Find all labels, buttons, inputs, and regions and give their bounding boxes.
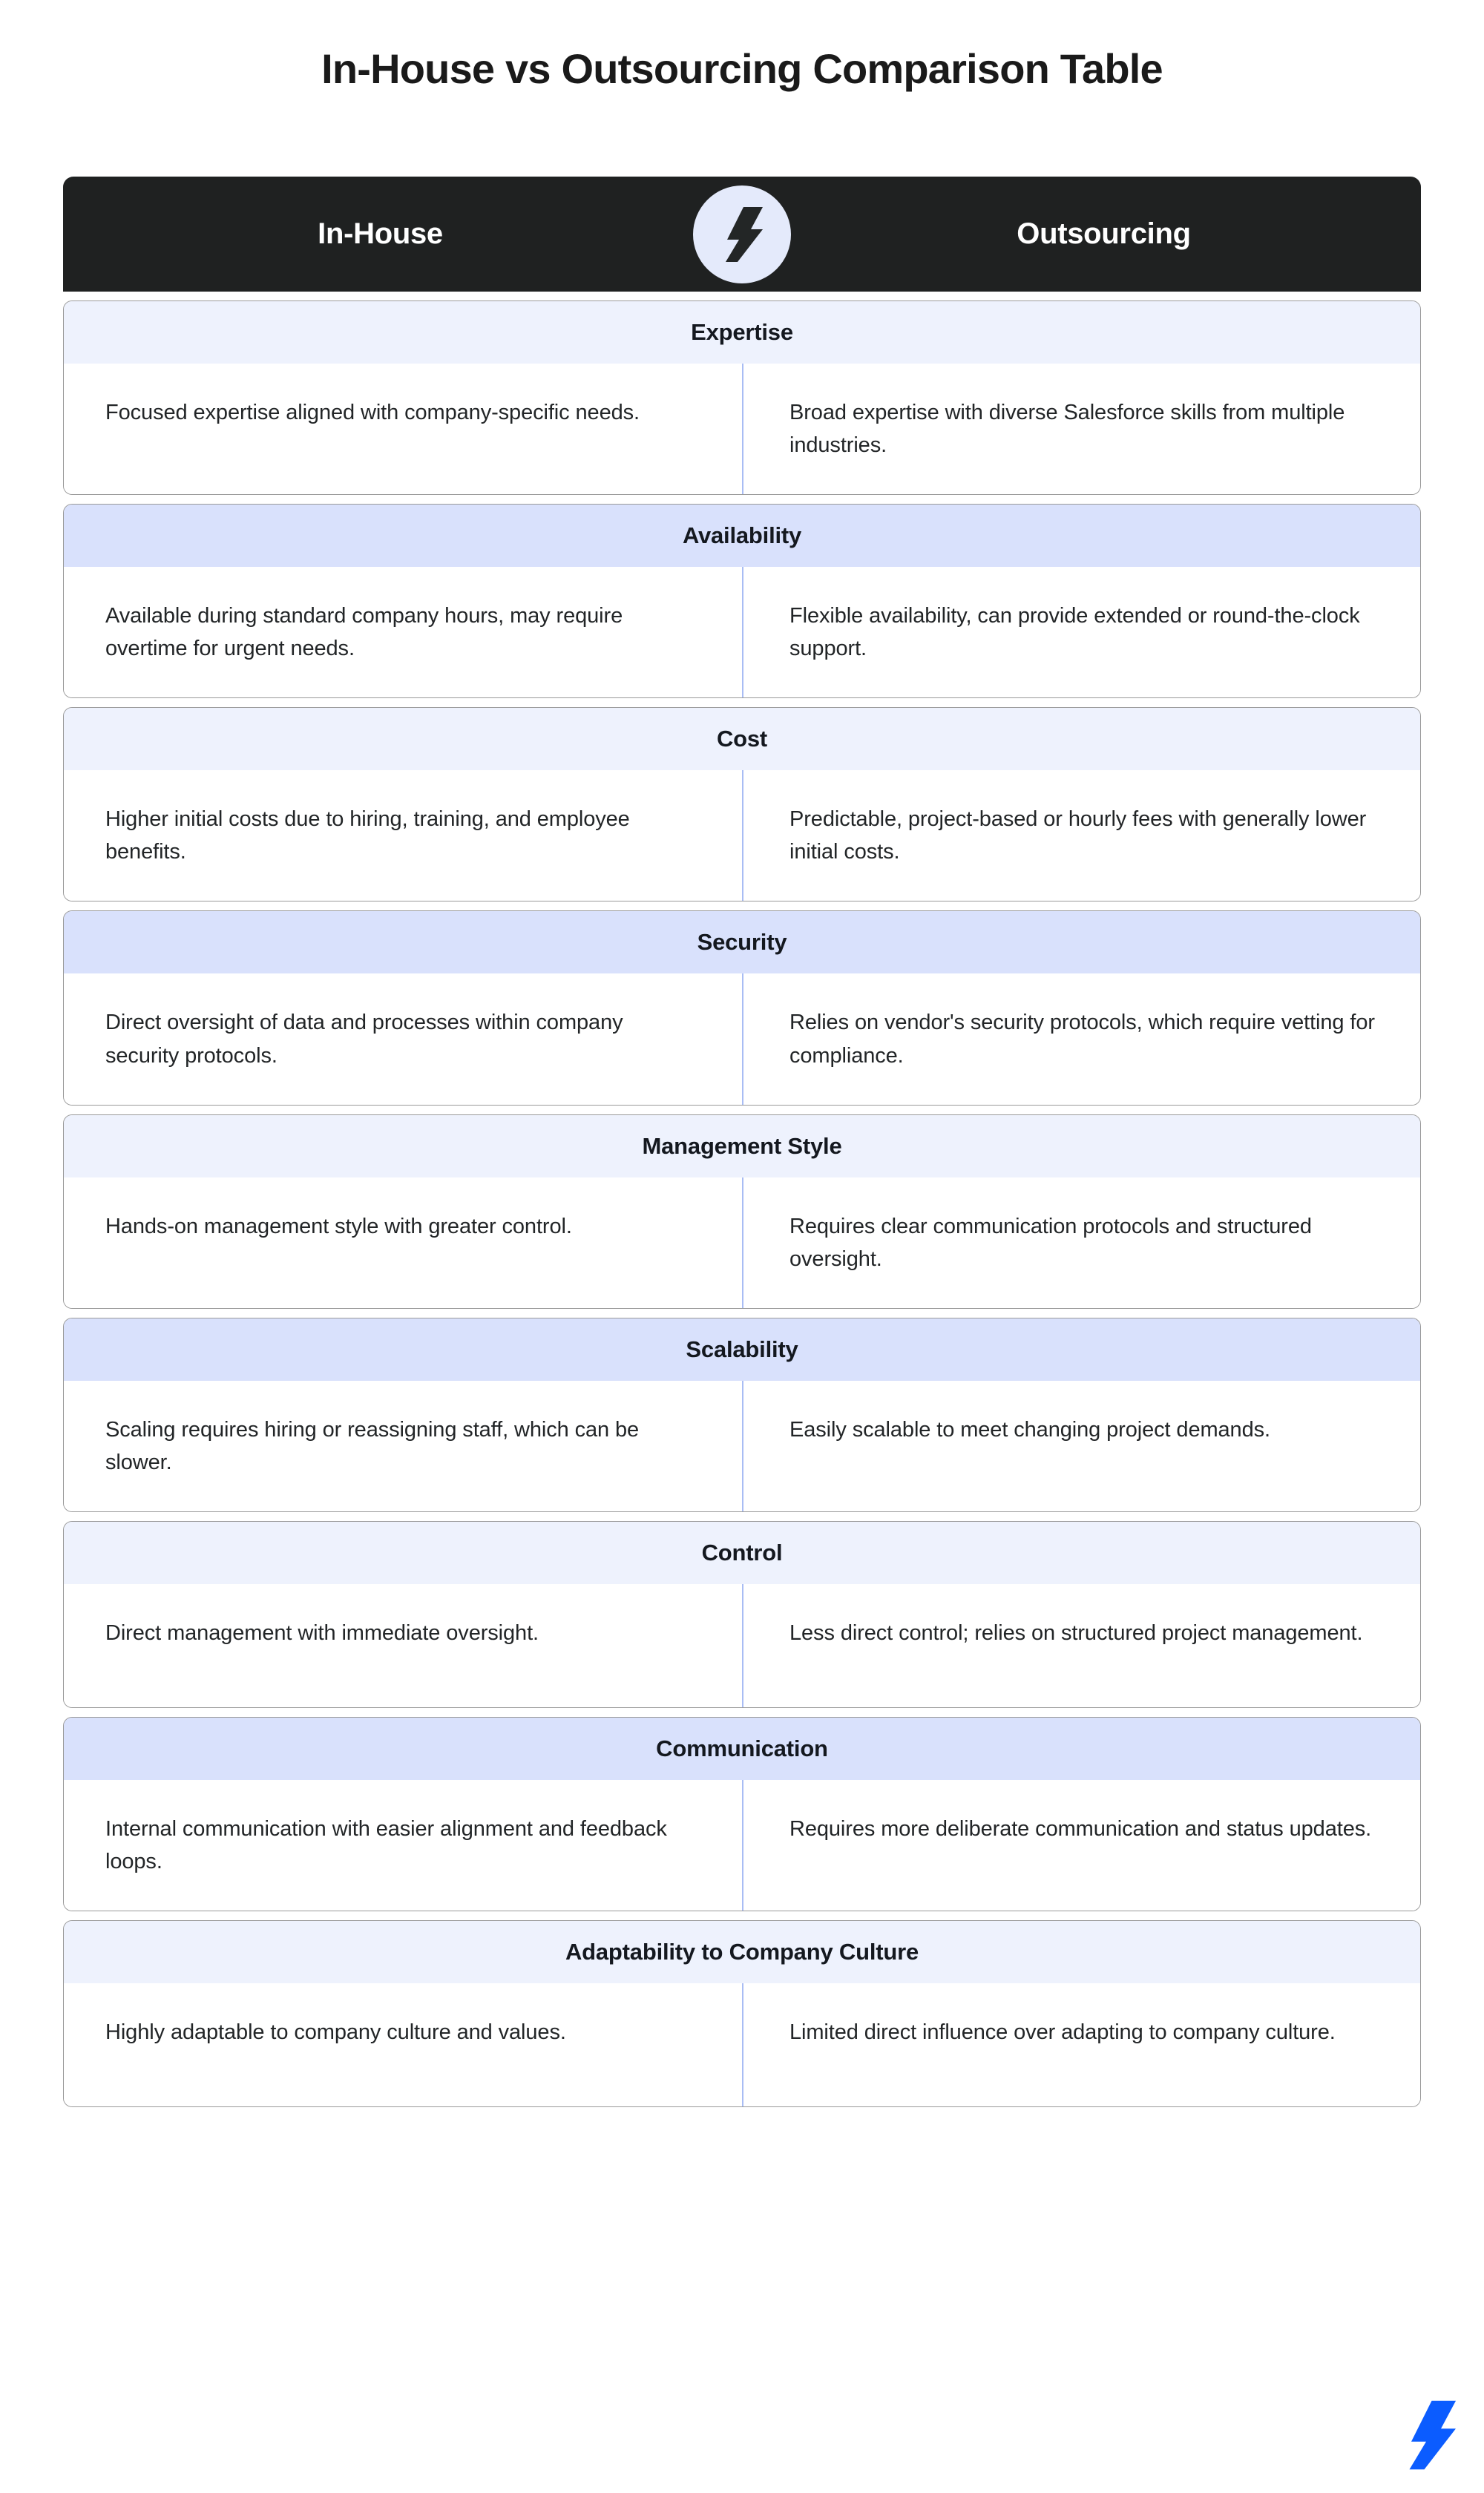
- cell-in-house: Hands-on management style with greater c…: [105, 1214, 572, 1238]
- row-body: Higher initial costs due to hiring, trai…: [64, 770, 1420, 901]
- row-category-label: Expertise: [64, 301, 1420, 364]
- cell-in-house: Higher initial costs due to hiring, trai…: [105, 807, 630, 864]
- row-category-label: Adaptability to Company Culture: [64, 1921, 1420, 1984]
- cell-outsourcing: Flexible availability, can provide exten…: [742, 567, 1420, 698]
- lightning-bolt-icon: [1404, 2400, 1456, 2471]
- table-header-bar: In-House Outsourcing: [63, 177, 1421, 292]
- cell-in-house: Focused expertise aligned with company-s…: [105, 401, 640, 424]
- cell-in-house: Direct oversight of data and processes w…: [105, 1011, 623, 1068]
- header-badge: [693, 185, 791, 283]
- cell-outsourcing: Easily scalable to meet changing project…: [742, 1380, 1420, 1511]
- page-title: In-House vs Outsourcing Comparison Table: [321, 45, 1163, 92]
- row-category-label: Control: [64, 1521, 1420, 1584]
- cell-outsourcing: Limited direct influence over adapting t…: [742, 1983, 1420, 2107]
- row-category-label: Scalability: [64, 1318, 1420, 1381]
- cell-in-house: Direct management with immediate oversig…: [105, 1620, 539, 1645]
- cell-in-house: Scaling requires hiring or reassigning s…: [105, 1417, 640, 1474]
- cell-in-house: Available during standard company hours,…: [105, 604, 623, 661]
- row-body: Scaling requires hiring or reassigning s…: [64, 1380, 1420, 1511]
- row-category-label: Management Style: [64, 1114, 1420, 1177]
- row-body: Focused expertise aligned with company-s…: [64, 364, 1420, 495]
- cell-in-house: Internal communication with easier align…: [105, 1816, 667, 1874]
- row-body: Direct management with immediate oversig…: [64, 1583, 1420, 1707]
- row-category-label: Availability: [64, 505, 1420, 568]
- column-header-in-house: In-House: [318, 217, 443, 250]
- row-body: Highly adaptable to company culture and …: [64, 1983, 1420, 2107]
- cell-outsourcing: Predictable, project-based or hourly fee…: [742, 770, 1420, 901]
- cell-outsourcing: Less direct control; relies on structure…: [742, 1583, 1420, 1707]
- row-category-label: Security: [64, 911, 1420, 974]
- cell-outsourcing: Broad expertise with diverse Salesforce …: [742, 364, 1420, 495]
- lightning-bolt-icon: [721, 206, 763, 262]
- row-body: Internal communication with easier align…: [64, 1779, 1420, 1911]
- row-body: Hands-on management style with greater c…: [64, 1177, 1420, 1308]
- cell-outsourcing: Requires more deliberate communication a…: [742, 1779, 1420, 1911]
- cell-outsourcing: Requires clear communication protocols a…: [742, 1177, 1420, 1308]
- row-category-label: Communication: [64, 1717, 1420, 1780]
- cell-outsourcing: Relies on vendor's security protocols, w…: [742, 973, 1420, 1105]
- cell-in-house: Highly adaptable to company culture and …: [105, 2020, 566, 2045]
- row-body: Available during standard company hours,…: [64, 567, 1420, 698]
- footer-logo: [1404, 2400, 1456, 2471]
- row-body: Direct oversight of data and processes w…: [64, 973, 1420, 1105]
- column-header-outsourcing: Outsourcing: [1017, 217, 1191, 250]
- row-category-label: Cost: [64, 708, 1420, 771]
